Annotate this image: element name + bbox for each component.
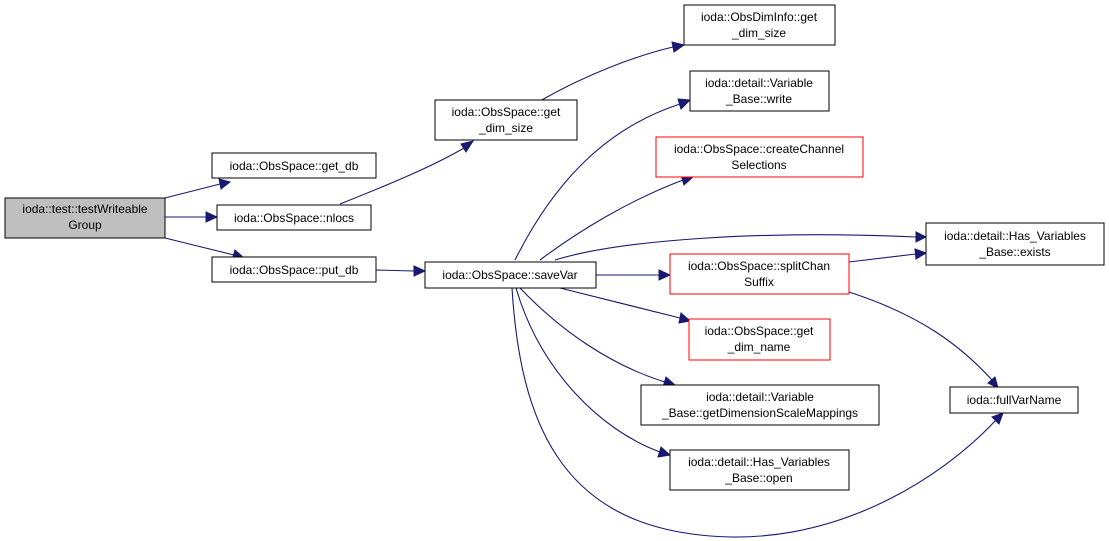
node-get-dim-name-line1: ioda::ObsSpace::get <box>705 324 814 338</box>
edge-saveVar-hv-open <box>515 287 672 458</box>
node-createChannel-line2: Selections <box>731 158 786 172</box>
node-getDimScale-box <box>640 384 880 426</box>
edge-splitChan-exists <box>848 248 928 263</box>
edge-root-get-db <box>164 178 232 199</box>
node-root-box <box>4 197 166 239</box>
node-os-get-dim-size-line1: ioda::ObsSpace::get <box>452 105 561 119</box>
edge-saveVar-fullVarName <box>511 287 1004 538</box>
node-get-db[interactable]: ioda::ObsSpace::get_db <box>211 152 377 179</box>
node-odi-get-dim-size-box <box>683 4 836 46</box>
node-splitChan-line2: Suffix <box>744 275 774 289</box>
node-createChannel-line1: ioda::ObsSpace::createChannel <box>674 142 844 156</box>
node-nlocs[interactable]: ioda::ObsSpace::nlocs <box>216 204 372 231</box>
node-nlocs-label: ioda::ObsSpace::nlocs <box>234 211 354 225</box>
node-odi-get-dim-size-line2: _dim_size <box>731 26 786 40</box>
node-os-get-dim-size-line2: _dim_size <box>478 121 533 135</box>
node-var-write-line2: _Base::write <box>725 92 792 106</box>
edge-put-db-saveVar <box>375 265 427 277</box>
node-get-db-label: ioda::ObsSpace::get_db <box>230 159 359 173</box>
node-createChannel[interactable]: ioda::ObsSpace::createChannel Selections <box>655 136 864 178</box>
node-get-db-box <box>211 152 377 179</box>
edge-splitChan-fullVarName <box>848 291 999 389</box>
node-hv-open-box <box>669 449 850 491</box>
node-getDimScale-line2: _Base::getDimensionScaleMappings <box>661 406 858 420</box>
node-hv-open-line1: ioda::detail::Has_Variables <box>688 455 830 469</box>
node-var-write-line1: ioda::detail::Variable <box>705 76 813 90</box>
node-saveVar[interactable]: ioda::ObsSpace::saveVar <box>424 261 597 289</box>
node-exists[interactable]: ioda::detail::Has_Variables _Base::exist… <box>925 222 1105 266</box>
node-exists-line1: ioda::detail::Has_Variables <box>944 229 1086 243</box>
node-splitChan[interactable]: ioda::ObsSpace::splitChan Suffix <box>669 253 850 295</box>
node-createChannel-box <box>655 136 864 178</box>
node-splitChan-line1: ioda::ObsSpace::splitChan <box>688 259 830 273</box>
node-os-get-dim-size-box <box>434 99 578 141</box>
node-saveVar-box <box>424 261 597 289</box>
edge-nlocs-os-get-dim-size <box>339 140 475 205</box>
node-put-db-label: ioda::ObsSpace::put_db <box>230 263 359 277</box>
edge-saveVar-get-dim-name <box>559 287 692 324</box>
node-getDimScale[interactable]: ioda::detail::Variable _Base::getDimensi… <box>640 384 880 426</box>
node-getDimScale-line1: ioda::detail::Variable <box>706 390 814 404</box>
node-nlocs-box <box>216 204 372 231</box>
node-root-line1: ioda::test::testWriteable <box>22 202 148 216</box>
edge-root-nlocs <box>165 211 219 223</box>
node-os-get-dim-size[interactable]: ioda::ObsSpace::get _dim_size <box>434 99 578 141</box>
node-get-dim-name-box <box>688 318 831 361</box>
node-fullVarName-box <box>949 386 1079 414</box>
node-exists-box <box>925 222 1105 266</box>
node-put-db[interactable]: ioda::ObsSpace::put_db <box>211 256 377 283</box>
edge-saveVar-splitChan <box>596 269 672 281</box>
node-hv-open[interactable]: ioda::detail::Has_Variables _Base::open <box>669 449 850 491</box>
node-saveVar-label: ioda::ObsSpace::saveVar <box>442 268 577 282</box>
edge-os-get-dim-size-odi-get-dim-size <box>539 41 686 102</box>
node-fullVarName-label: ioda::fullVarName <box>967 393 1062 407</box>
node-root[interactable]: ioda::test::testWriteable Group <box>4 197 166 239</box>
node-get-dim-name-line2: _dim_name <box>727 340 791 354</box>
node-put-db-box <box>211 256 377 283</box>
edge-saveVar-var-write <box>514 98 692 261</box>
node-get-dim-name[interactable]: ioda::ObsSpace::get _dim_name <box>688 318 831 361</box>
node-odi-get-dim-size[interactable]: ioda::ObsDimInfo::get _dim_size <box>683 4 836 46</box>
node-var-write-box <box>689 70 830 112</box>
node-splitChan-box <box>669 253 850 295</box>
edge-saveVar-exists <box>554 231 928 261</box>
node-fullVarName[interactable]: ioda::fullVarName <box>949 386 1079 414</box>
node-root-line2: Group <box>68 218 102 232</box>
edge-saveVar-getDimScale <box>519 287 677 388</box>
node-odi-get-dim-size-line1: ioda::ObsDimInfo::get <box>701 10 818 24</box>
node-hv-open-line2: _Base::open <box>724 471 792 485</box>
node-exists-line2: _Base::exists <box>978 245 1050 259</box>
node-var-write[interactable]: ioda::detail::Variable _Base::write <box>689 70 830 112</box>
